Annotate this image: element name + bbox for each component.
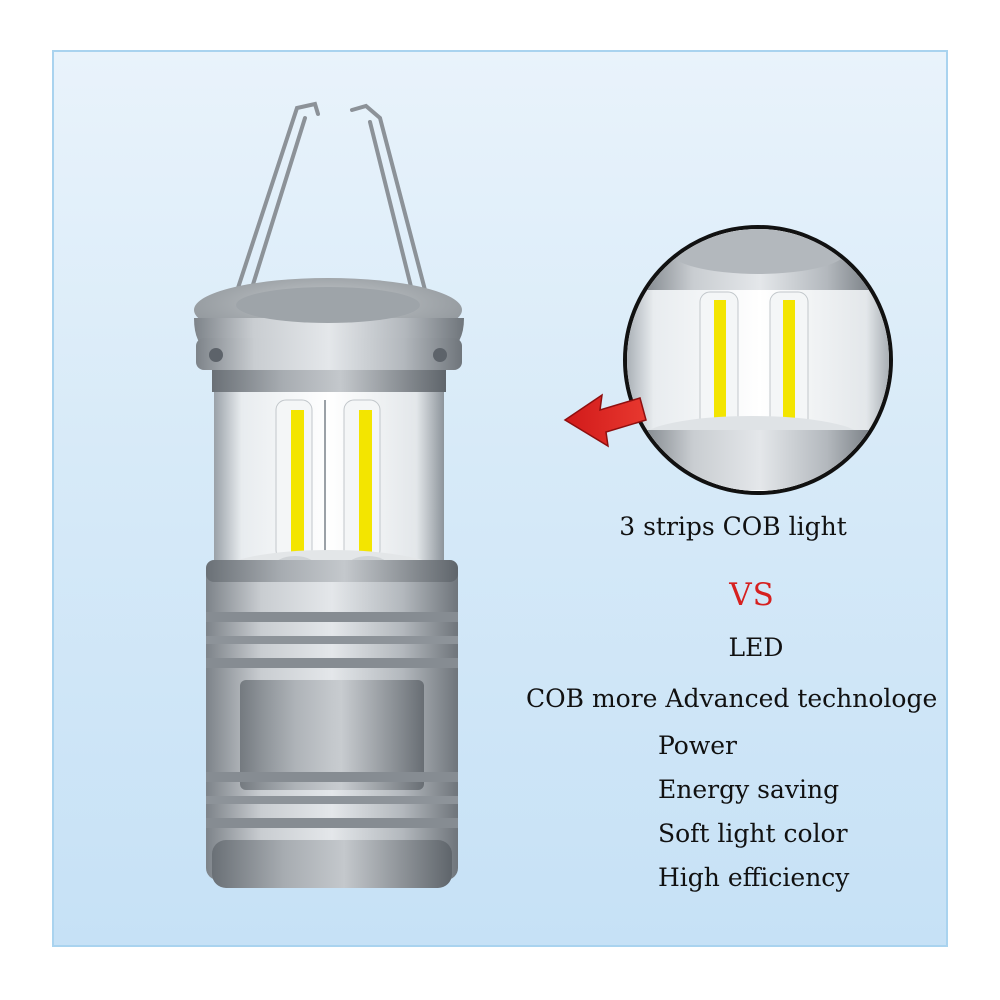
cob-strip bbox=[291, 410, 304, 558]
vs-label: VS bbox=[729, 577, 775, 613]
feature-high-efficiency: High efficiency bbox=[658, 863, 850, 892]
compare-label: LED bbox=[728, 633, 784, 662]
caption: 3 strips COB light bbox=[619, 512, 847, 541]
red-arrow-icon bbox=[563, 393, 647, 448]
lantern-top-cap bbox=[194, 278, 464, 392]
feature-soft-light-color: Soft light color bbox=[658, 819, 848, 848]
background-panel bbox=[52, 50, 948, 947]
tagline: COB more Advanced technologe bbox=[526, 684, 938, 713]
feature-energy-saving: Energy saving bbox=[658, 775, 840, 804]
cob-strip bbox=[359, 410, 372, 558]
lantern-body bbox=[206, 560, 458, 888]
feature-power: Power bbox=[658, 731, 738, 760]
magnifier-circle bbox=[623, 225, 893, 495]
